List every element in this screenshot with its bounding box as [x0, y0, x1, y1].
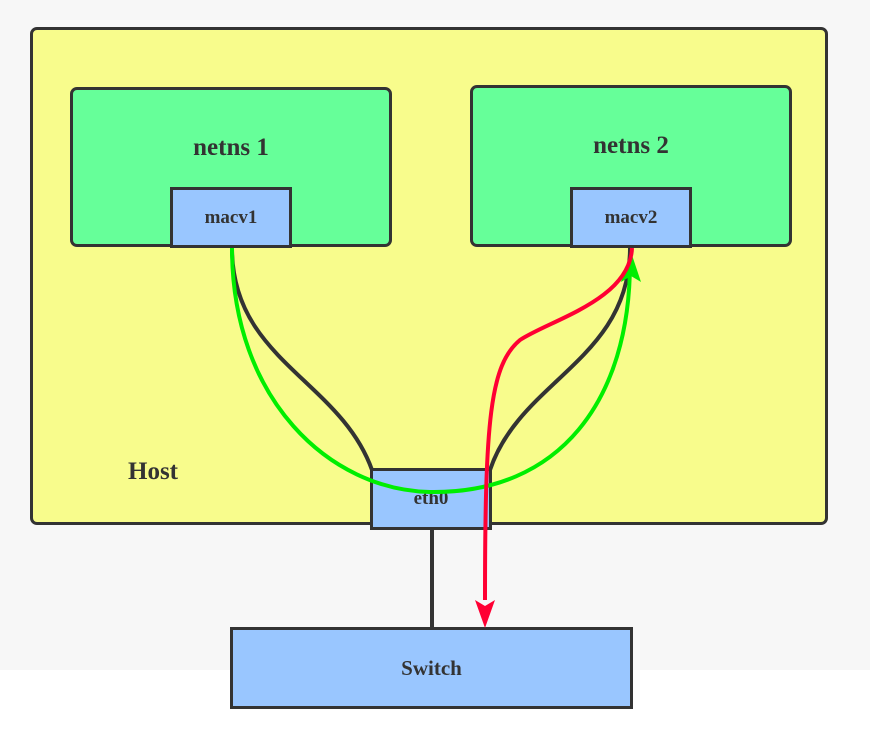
macv1-interface: macv1 — [170, 187, 292, 248]
switch-box: Switch — [230, 627, 633, 709]
netns-2-title: netns 2 — [593, 132, 669, 159]
eth0-interface: eth0 — [370, 468, 492, 530]
host-label: Host — [128, 458, 178, 485]
macv2-label: macv2 — [604, 206, 658, 228]
macv1-label: macv1 — [204, 206, 258, 228]
netns-1-title: netns 1 — [193, 134, 269, 161]
switch-label: Switch — [401, 655, 462, 680]
macv2-interface: macv2 — [570, 187, 692, 248]
eth0-label: eth0 — [413, 488, 449, 509]
